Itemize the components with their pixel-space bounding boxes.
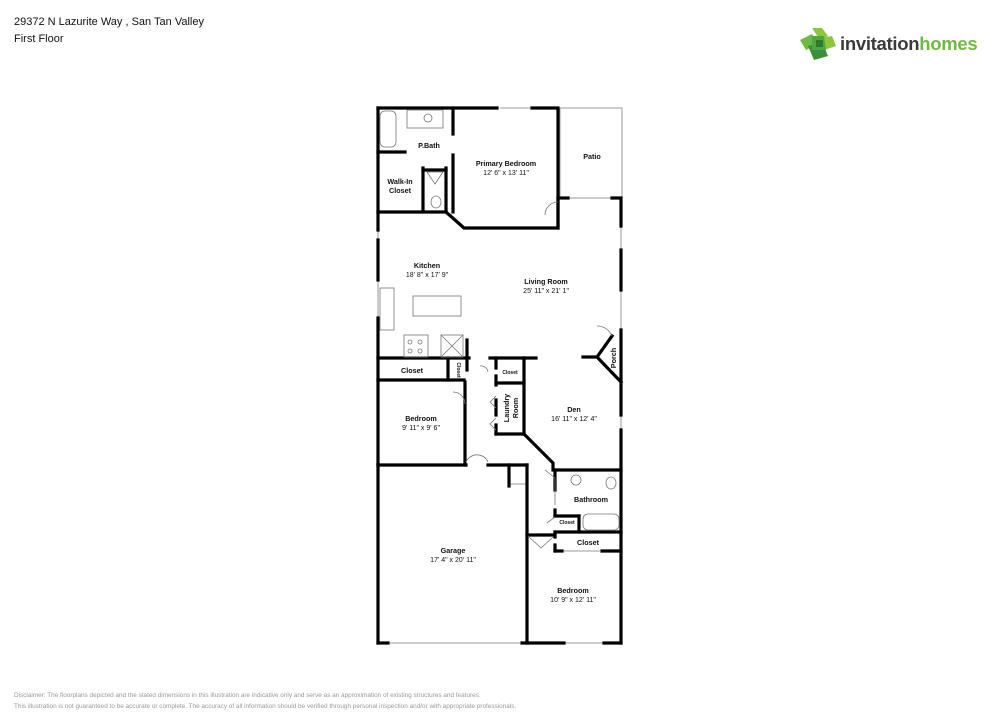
room-walkin-closet-1: Walk-In	[387, 177, 412, 186]
room-garage: Garage	[441, 546, 466, 555]
room-closet-a: Closet	[401, 366, 424, 375]
room-labels: P.Bath Primary Bedroom 12' 6" x 13' 11" …	[387, 141, 618, 604]
dims-living-room: 25' 11" x 21' 1"	[523, 288, 569, 295]
kitchen-island-icon	[412, 295, 462, 317]
room-walkin-closet-2: Closet	[389, 186, 412, 195]
room-kitchen: Kitchen	[414, 261, 440, 270]
invitation-homes-logo: invitationhomes	[798, 26, 978, 62]
fridge-icon	[440, 334, 464, 358]
counter-icon	[379, 287, 395, 331]
room-pbath: P.Bath	[418, 141, 440, 150]
dims-primary-bedroom: 12' 6" x 13' 11"	[483, 170, 529, 177]
room-living-room: Living Room	[524, 277, 568, 286]
room-bathroom: Bathroom	[574, 495, 608, 504]
disclaimer: Disclaimer: The floorplans depicted and …	[14, 690, 516, 712]
shower-icon	[426, 171, 444, 185]
room-closet-small-b: Closet	[559, 520, 575, 526]
toilet-icon-2	[605, 476, 617, 490]
bathtub-icon-2	[582, 513, 620, 531]
fixtures	[379, 109, 620, 549]
walls	[376, 106, 624, 645]
dims-bedroom-2: 9' 11" x 9' 6"	[402, 425, 440, 432]
logo-text: invitationhomes	[840, 33, 978, 54]
address-header: 29372 N Lazurite Way , San Tan Valley Fi…	[14, 14, 204, 48]
disclaimer-line-1: Disclaimer: The floorplans depicted and …	[14, 692, 481, 699]
sink-icon	[423, 113, 433, 123]
room-closet-b: Closet	[502, 370, 518, 376]
room-bedroom-2: Bedroom	[405, 414, 437, 423]
sink-icon-2	[570, 474, 582, 486]
room-bedroom-3: Bedroom	[557, 586, 589, 595]
logo-mark-icon	[800, 28, 836, 60]
dims-kitchen: 18' 8" x 17' 9"	[406, 272, 449, 279]
dims-bedroom-3: 10' 9" x 12' 11"	[550, 597, 596, 604]
room-patio: Patio	[583, 152, 601, 161]
dims-garage: 17' 4" x 20' 11"	[430, 557, 476, 564]
thin-lines	[377, 107, 623, 644]
vanity-icon	[406, 109, 444, 129]
bathtub-icon	[379, 110, 397, 148]
room-laundry-1: Laundry	[502, 394, 511, 422]
dims-den: 16' 11" x 12' 4"	[551, 416, 597, 423]
room-closet-small-a: Closet	[455, 362, 461, 378]
room-laundry-2: Room	[511, 398, 520, 418]
room-den: Den	[567, 405, 581, 414]
floor-label: First Floor	[14, 33, 64, 45]
property-address: 29372 N Lazurite Way , San Tan Valley	[14, 16, 204, 28]
room-porch: Porch	[609, 348, 618, 368]
room-closet-c: Closet	[577, 538, 600, 547]
toilet-icon	[430, 195, 442, 209]
stove-icon	[403, 334, 429, 358]
room-primary-bedroom: Primary Bedroom	[476, 159, 536, 168]
